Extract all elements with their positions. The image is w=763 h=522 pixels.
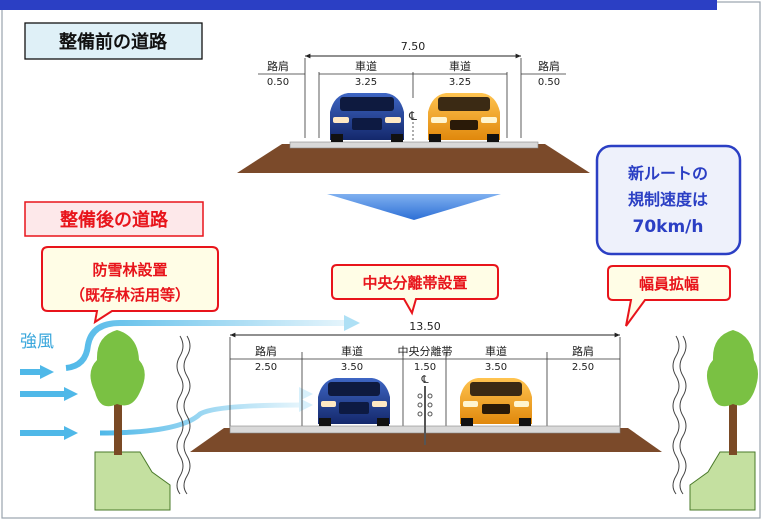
median-callout: 中央分離帯設置 [331, 264, 499, 316]
car-orange-icon [460, 378, 532, 426]
speed-line-2: 規制速度は [628, 190, 708, 209]
speed-callout: 新ルートの 規制速度は 70km/h [595, 144, 742, 256]
before-lane-width: 0.50 [538, 77, 560, 88]
after-lane-width: 3.50 [485, 362, 507, 373]
car-orange-icon [428, 93, 500, 142]
break-line [672, 335, 680, 495]
after-lane-label: 中央分離帯 [398, 344, 453, 358]
wind-weak-flow [99, 402, 301, 436]
before-title-box [24, 22, 203, 60]
after-lane-width: 2.50 [572, 362, 594, 373]
median-callout-text: 中央分離帯設置 [362, 274, 467, 292]
snowbreak-callout-box [41, 246, 219, 325]
median-reflector [427, 393, 433, 399]
transition-arrow-icon [327, 194, 501, 220]
after-total-width: 13.50 [409, 320, 441, 333]
median-reflector [417, 411, 423, 417]
wind-arrow-icon [64, 387, 78, 401]
after-title-box [24, 201, 204, 237]
after-centerline-symbol: ℄ [420, 373, 428, 386]
wind-arrow-icon [344, 315, 360, 331]
snowbreak-line-2: （既存林活用等） [70, 286, 190, 304]
before-lane-label: 路肩 [267, 59, 289, 73]
before-lane-width: 3.25 [355, 77, 377, 88]
before-lane-width: 0.50 [267, 77, 289, 88]
speed-line-1: 新ルートの [628, 164, 708, 183]
car-blue-icon [330, 93, 404, 142]
before-lane-label: 車道 [355, 59, 377, 73]
widening-callout-text: 幅員拡幅 [639, 275, 699, 293]
median-callout-box [331, 264, 499, 316]
after-lane-label: 路肩 [572, 344, 594, 358]
after-lane-label: 車道 [341, 344, 363, 358]
break-line [176, 335, 184, 495]
median-reflector [427, 402, 433, 408]
snowbreak-callout: 防雪林設置 （既存林活用等） [41, 246, 219, 325]
break-line [183, 335, 191, 495]
after-title: 整備後の道路 [59, 209, 169, 231]
before-title: 整備前の道路 [58, 31, 168, 53]
wind-arrow-icon [299, 387, 313, 401]
before-lane-label: 車道 [449, 59, 471, 73]
speed-callout-box [595, 144, 742, 256]
median-reflector [417, 393, 423, 399]
before-embankment [237, 144, 590, 173]
after-lane-width: 3.50 [341, 362, 363, 373]
wind-arrow-icon [64, 426, 78, 440]
tree-left-icon [90, 330, 171, 511]
tree-right-icon [689, 330, 758, 511]
speed-limit-value: 70km/h [633, 217, 704, 237]
top-banner [0, 0, 717, 10]
before-lane-label: 路肩 [538, 59, 560, 73]
before-total-width: 7.50 [401, 40, 426, 53]
after-lane-label: 路肩 [255, 344, 277, 358]
widening-callout: 幅員拡幅 [607, 265, 731, 327]
break-line [679, 335, 687, 495]
widening-callout-box [607, 265, 731, 327]
after-section: 整備後の道路 防雪林設置 （既存林活用等） 中央分離帯設置 幅員拡幅 強風 [20, 201, 758, 511]
before-lane-width: 3.25 [449, 77, 471, 88]
median-reflector [427, 411, 433, 417]
after-lane-width: 1.50 [414, 362, 436, 373]
snowbreak-line-1: 防雪林設置 [92, 261, 167, 279]
before-pavement [289, 141, 539, 149]
median-reflector [417, 402, 423, 408]
wind-deflected-flow [65, 320, 345, 371]
car-blue-icon [318, 378, 390, 426]
wind-label: 強風 [20, 332, 54, 352]
wind-arrow-icon [299, 398, 313, 412]
wind-arrow-icon [40, 365, 54, 379]
after-lane-width: 2.50 [255, 362, 277, 373]
after-lane-label: 車道 [485, 344, 507, 358]
before-section: 整備前の道路 7.50 路肩 0.50 車道 3.25 車道 3.25 路肩 0… [24, 22, 590, 173]
before-centerline-symbol: ℄ [408, 109, 417, 123]
